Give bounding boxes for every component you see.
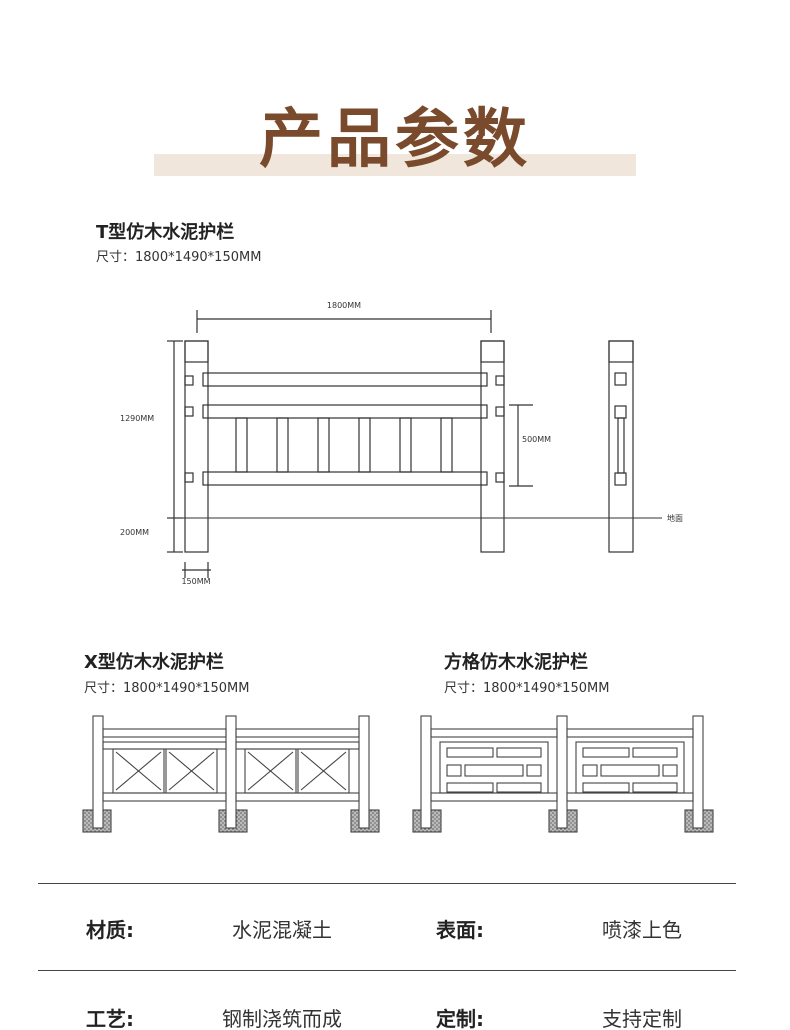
section-t-name: T型仿木水泥护栏 bbox=[96, 222, 235, 243]
dim-spacing-label: 500MM bbox=[522, 435, 551, 444]
grid-fence-drawing bbox=[412, 715, 714, 833]
spec-label-surface: 表面: bbox=[436, 918, 484, 942]
t-fence-drawing: 1800MM 1290MM 500MM 200MM 150MM 地面 bbox=[120, 301, 683, 586]
x-fence-drawing bbox=[82, 715, 380, 833]
dim-post-label: 150MM bbox=[181, 577, 210, 586]
section-x-size: 尺寸：1800*1490*150MM bbox=[84, 681, 250, 696]
spec-value-custom: 支持定制 bbox=[602, 1007, 682, 1030]
section-x-name: X型仿木水泥护栏 bbox=[84, 652, 224, 673]
spec-divider-middle bbox=[38, 970, 736, 971]
spec-value-material: 水泥混凝土 bbox=[232, 918, 332, 942]
spec-divider-top bbox=[38, 883, 736, 884]
dim-width-label: 1800MM bbox=[327, 301, 361, 310]
title-underline-band bbox=[154, 154, 636, 176]
section-t-size: 尺寸：1800*1490*150MM bbox=[96, 250, 262, 265]
page-title: 产品参数 bbox=[259, 103, 531, 177]
spec-value-surface: 喷漆上色 bbox=[602, 918, 682, 942]
spec-label-process: 工艺: bbox=[86, 1007, 134, 1030]
spec-label-material: 材质: bbox=[86, 918, 134, 942]
dim-height-label: 1290MM bbox=[120, 414, 154, 423]
dim-below-label: 200MM bbox=[120, 528, 149, 537]
ground-label: 地面 bbox=[667, 513, 683, 523]
section-grid-size: 尺寸：1800*1490*150MM bbox=[444, 681, 610, 696]
spec-label-custom: 定制: bbox=[436, 1007, 484, 1030]
section-grid-name: 方格仿木水泥护栏 bbox=[444, 652, 588, 673]
spec-value-process: 钢制浇筑而成 bbox=[222, 1007, 342, 1030]
